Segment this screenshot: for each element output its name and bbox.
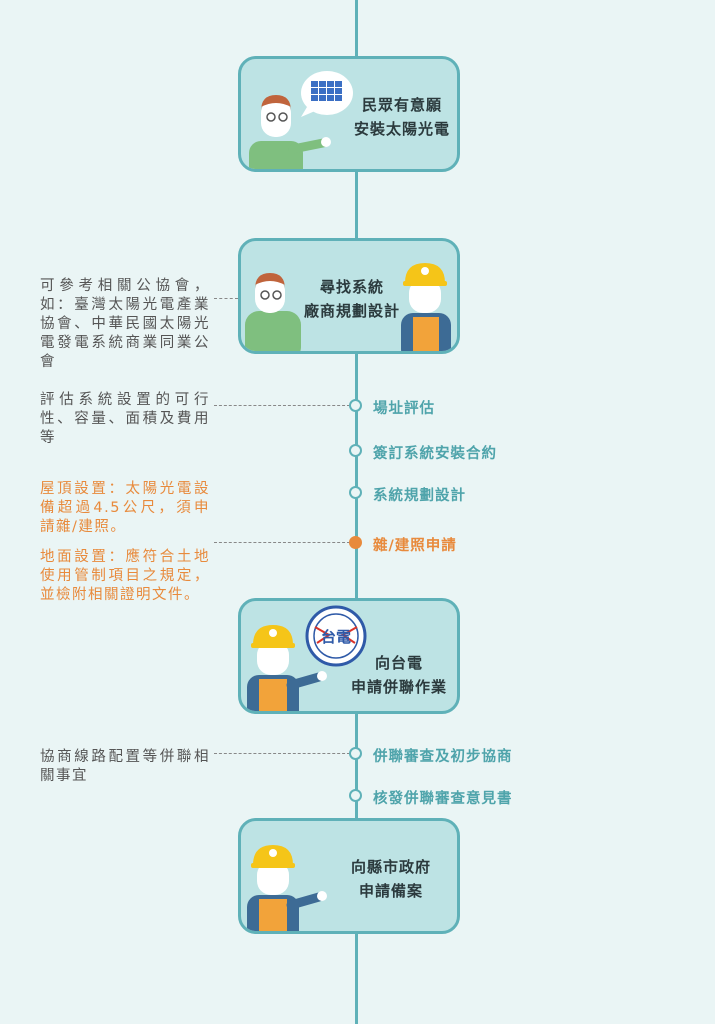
step-dot-highlight bbox=[349, 536, 362, 549]
step-label-permit: 雜/建照申請 bbox=[373, 538, 457, 554]
step-dot bbox=[349, 747, 362, 760]
note-ground: 地面設置：應符合土地使用管制項目之規定，並檢附相關證明文件。 bbox=[40, 549, 210, 603]
note-evaluate: 評估系統設置的可行性、容量、面積及費用等 bbox=[40, 392, 210, 446]
worker-hardhat-icon bbox=[247, 845, 327, 931]
worker-hardhat-icon bbox=[247, 625, 327, 711]
box-title: 向台電 申請併聯作業 bbox=[341, 651, 457, 699]
box-title-line2: 安裝太陽光電 bbox=[353, 120, 450, 138]
step-label-review-opinion: 核發併聯審查意見書 bbox=[373, 791, 513, 807]
step-dot bbox=[349, 486, 362, 499]
box-title: 尋找系統 廠商規劃設計 bbox=[297, 275, 407, 323]
logo-text: 台電 bbox=[321, 628, 351, 646]
dashed-connector bbox=[214, 405, 350, 406]
dashed-connector bbox=[214, 542, 350, 543]
dashed-connector bbox=[214, 298, 238, 299]
step-box-taipower: 台電 向台電 申請併聯作業 bbox=[238, 598, 460, 714]
step-box-intent: 民眾有意願 安裝太陽光電 bbox=[238, 56, 460, 172]
step-dot bbox=[349, 789, 362, 802]
person-glasses-icon bbox=[249, 95, 331, 169]
box-title-line2: 申請備案 bbox=[358, 882, 423, 900]
step-dot bbox=[349, 399, 362, 412]
speech-bubble-solar-panel-icon bbox=[301, 71, 353, 117]
dashed-connector bbox=[214, 753, 350, 754]
box-title-line2: 申請併聯作業 bbox=[350, 678, 447, 696]
step-box-find-vendor: 尋找系統 廠商規劃設計 bbox=[238, 238, 460, 354]
box-title-line1: 民眾有意願 bbox=[361, 96, 442, 114]
step-label-system-design: 系統規劃設計 bbox=[373, 488, 466, 504]
note-rooftop: 屋頂設置：太陽光電設備超過4.5公尺，須申請雜/建照。 bbox=[40, 481, 210, 535]
note-negotiate: 協商線路配置等併聯相關事宜 bbox=[40, 749, 210, 784]
note-association: 可參考相關公協會，如：臺灣太陽光電產業協會、中華民國太陽光電發電系統商業同業公會 bbox=[40, 278, 210, 370]
step-label-grid-review: 併聯審查及初步協商 bbox=[373, 749, 513, 765]
box-title: 向縣市政府 申請備案 bbox=[331, 855, 451, 903]
worker-hardhat-icon bbox=[401, 263, 451, 351]
box-title-line2: 廠商規劃設計 bbox=[303, 302, 400, 320]
step-dot bbox=[349, 444, 362, 457]
box-title-line1: 向縣市政府 bbox=[350, 858, 431, 876]
step-box-government: 向縣市政府 申請備案 bbox=[238, 818, 460, 934]
step-label-site-evaluation: 場址評估 bbox=[373, 401, 435, 417]
box-title-line1: 向台電 bbox=[374, 654, 423, 672]
timeline-line bbox=[355, 0, 358, 1024]
taipower-logo-icon: 台電 bbox=[305, 605, 367, 667]
box-title: 民眾有意願 安裝太陽光電 bbox=[346, 93, 457, 141]
person-glasses-icon bbox=[245, 273, 301, 351]
step-label-contract: 簽訂系統安裝合約 bbox=[373, 446, 497, 462]
box-title-line1: 尋找系統 bbox=[319, 278, 384, 296]
